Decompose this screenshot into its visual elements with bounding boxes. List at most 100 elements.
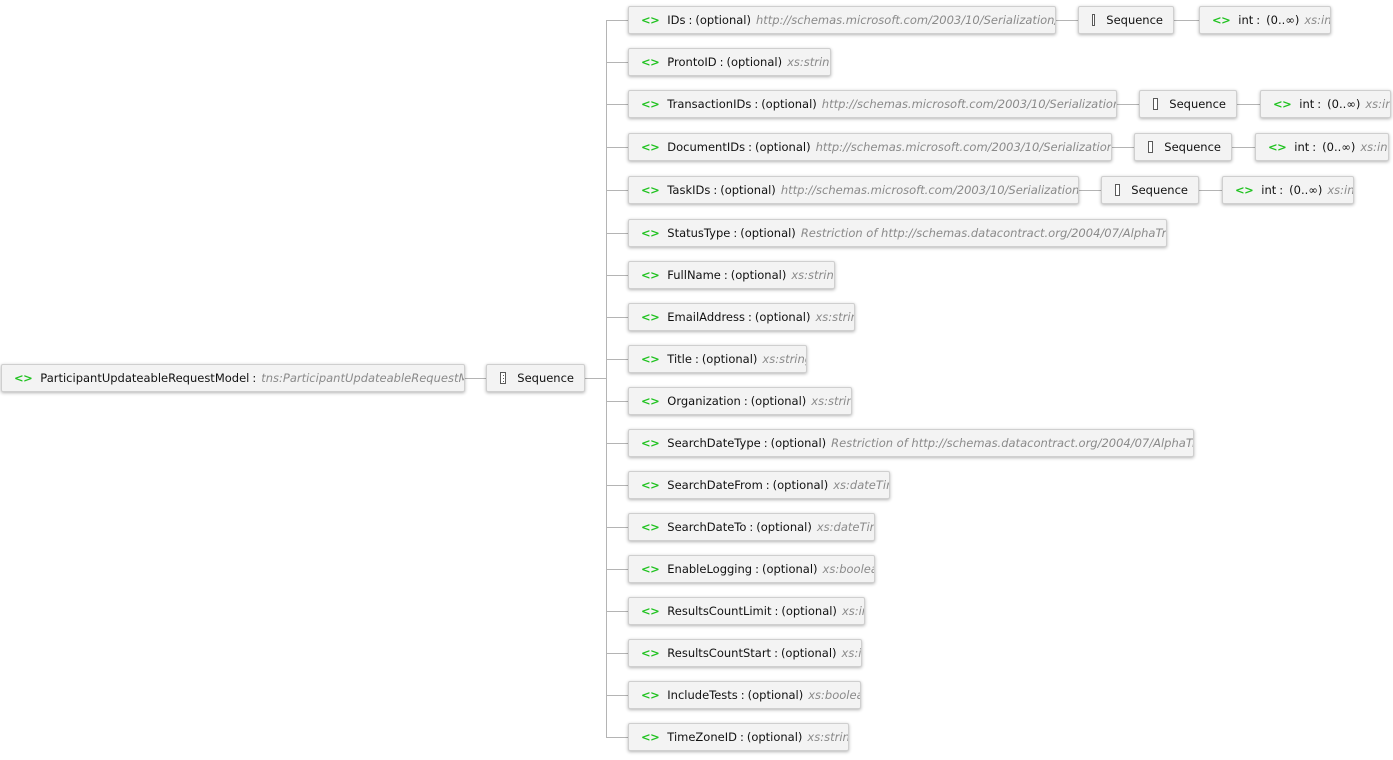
- optional-label: (optional): [770, 436, 827, 450]
- name-separator: :: [694, 352, 699, 366]
- sequence-node[interactable]: Sequence: [1139, 90, 1237, 118]
- name-separator: :: [688, 13, 693, 27]
- element-node-ids[interactable]: <>IDs:(optional)http://schemas.microsoft…: [628, 6, 1056, 34]
- element-type: xs:boolean: [822, 562, 874, 576]
- sequence-label: Sequence: [1106, 13, 1163, 27]
- element-icon: <>: [641, 394, 660, 408]
- element-type: xs:string: [787, 55, 830, 69]
- name-separator: :: [774, 646, 778, 660]
- element-node-emailaddress[interactable]: <>EmailAddress:(optional)xs:string: [628, 303, 855, 331]
- element-type: xs:string: [811, 394, 851, 408]
- element-name: SearchDateTo: [667, 520, 747, 534]
- element-node-title[interactable]: <>Title:(optional)xs:string: [628, 345, 807, 373]
- element-type: http://schemas.microsoft.com/2003/10/Ser…: [756, 13, 1056, 27]
- sequence-icon: [1153, 98, 1159, 110]
- name-separator: :: [748, 140, 752, 154]
- item-name: int: [1294, 140, 1310, 154]
- name-separator: :: [1279, 183, 1284, 197]
- element-name: DocumentIDs: [667, 140, 746, 154]
- optional-label: (optional): [695, 13, 751, 27]
- element-name: SearchDateFrom: [667, 478, 763, 492]
- int-item-node[interactable]: <>int:(0..∞)xs:int: [1260, 90, 1391, 118]
- element-name: IDs: [667, 13, 686, 27]
- optional-label: (optional): [701, 352, 758, 366]
- sequence-node[interactable]: Sequence: [1134, 133, 1232, 161]
- element-node-enablelogging[interactable]: <>EnableLogging:(optional)xs:boolean: [628, 555, 875, 583]
- element-node-statustype[interactable]: <>StatusType:(optional)Restriction of ht…: [628, 219, 1167, 247]
- optional-label: (optional): [730, 268, 787, 282]
- element-name: SearchDateType: [667, 436, 761, 450]
- element-node-taskids[interactable]: <>TaskIDs:(optional)http://schemas.micro…: [628, 176, 1079, 204]
- root-element-name: ParticipantUpdateableRequestModel: [40, 371, 250, 385]
- element-name: TaskIDs: [667, 183, 711, 197]
- root-sequence-node[interactable]: Sequence: [486, 364, 585, 392]
- element-icon: <>: [1212, 13, 1231, 27]
- element-type: xs:dateTime: [833, 478, 889, 492]
- name-separator: :: [733, 226, 738, 240]
- element-type: xs:boolean: [808, 688, 860, 702]
- sequence-label: Sequence: [1169, 97, 1226, 111]
- name-separator: :: [743, 394, 748, 408]
- element-name: ProntoID: [667, 55, 717, 69]
- element-type: Restriction of http://schemas.datacontra…: [831, 436, 1193, 450]
- element-name: Organization: [667, 394, 741, 408]
- element-icon: <>: [641, 436, 660, 450]
- element-type: http://schemas.microsoft.com/2003/10/Ser…: [821, 97, 1116, 111]
- name-separator: :: [749, 520, 754, 534]
- element-icon: <>: [641, 520, 660, 534]
- sequence-node[interactable]: Sequence: [1101, 176, 1199, 204]
- int-item-node[interactable]: <>int:(0..∞)xs:int: [1255, 133, 1389, 161]
- name-separator: :: [1312, 140, 1317, 154]
- element-type: xs:int: [841, 646, 862, 660]
- name-separator: :: [755, 562, 759, 576]
- element-node-searchdatetype[interactable]: <>SearchDateType:(optional)Restriction o…: [628, 429, 1194, 457]
- element-name: EnableLogging: [667, 562, 753, 576]
- element-name: EmailAddress: [667, 310, 745, 324]
- element-icon: <>: [14, 371, 33, 385]
- optional-label: (optional): [781, 604, 837, 618]
- element-type: xs:dateTime: [816, 520, 874, 534]
- element-node-resultscountlimit[interactable]: <>ResultsCountLimit:(optional)xs:int: [628, 597, 865, 625]
- element-node-transactionids[interactable]: <>TransactionIDs:(optional)http://schema…: [628, 90, 1117, 118]
- int-item-node[interactable]: <>int:(0..∞)xs:int: [1222, 176, 1354, 204]
- element-node-includetests[interactable]: <>IncludeTests:(optional)xs:boolean: [628, 681, 861, 709]
- name-separator: :: [740, 688, 745, 702]
- item-name: int: [1261, 183, 1277, 197]
- item-type: xs:int: [1365, 97, 1390, 111]
- element-node-timezoneid[interactable]: <>TimeZoneID:(optional)xs:string: [628, 723, 849, 751]
- item-occurs: (0..∞): [1266, 13, 1300, 27]
- item-name: int: [1238, 13, 1254, 27]
- element-type: http://schemas.microsoft.com/2003/10/Ser…: [780, 183, 1079, 197]
- sequence-node[interactable]: Sequence: [1078, 6, 1174, 34]
- name-separator: :: [713, 183, 718, 197]
- name-separator: :: [774, 604, 779, 618]
- sequence-label: Sequence: [517, 371, 574, 385]
- element-node-organization[interactable]: <> Organization:(optional) xs:string: [628, 387, 852, 415]
- optional-label: (optional): [750, 394, 807, 408]
- element-node-searchdatefrom[interactable]: <>SearchDateFrom:(optional)xs:dateTime: [628, 471, 890, 499]
- optional-label: (optional): [740, 226, 796, 240]
- name-separator: :: [723, 268, 728, 282]
- element-node-fullname[interactable]: <>FullName:(optional)xs:string: [628, 261, 835, 289]
- element-icon: <>: [641, 55, 660, 69]
- root-element-node[interactable]: <> ParticipantUpdateableRequestModel : t…: [1, 364, 465, 392]
- optional-label: (optional): [747, 688, 804, 702]
- element-type: Restriction of http://schemas.datacontra…: [800, 226, 1167, 240]
- element-node-prontoid[interactable]: <>ProntoID:(optional)xs:string: [628, 48, 831, 76]
- element-node-resultscountstart[interactable]: <>ResultsCountStart:(optional)xs:int: [628, 639, 862, 667]
- element-node-searchdateto[interactable]: <> SearchDateTo:(optional) xs:dateTime: [628, 513, 875, 541]
- element-node-documentids[interactable]: <>DocumentIDs:(optional)http://schemas.m…: [628, 133, 1112, 161]
- int-item-node[interactable]: <>int:(0..∞)xs:int: [1199, 6, 1331, 34]
- element-icon: <>: [641, 730, 660, 744]
- element-icon: <>: [641, 140, 660, 154]
- sequence-icon: [1115, 184, 1121, 196]
- optional-label: (optional): [756, 520, 812, 534]
- name-separator: :: [765, 478, 770, 492]
- element-type: xs:string: [762, 352, 806, 366]
- element-type: xs:string: [791, 268, 834, 282]
- element-type: http://schemas.microsoft.com/2003/10/Ser…: [815, 140, 1111, 154]
- sequence-icon: [1148, 141, 1154, 153]
- item-type: xs:int: [1327, 183, 1354, 197]
- element-icon: <>: [641, 310, 660, 324]
- item-occurs: (0..∞): [1327, 97, 1361, 111]
